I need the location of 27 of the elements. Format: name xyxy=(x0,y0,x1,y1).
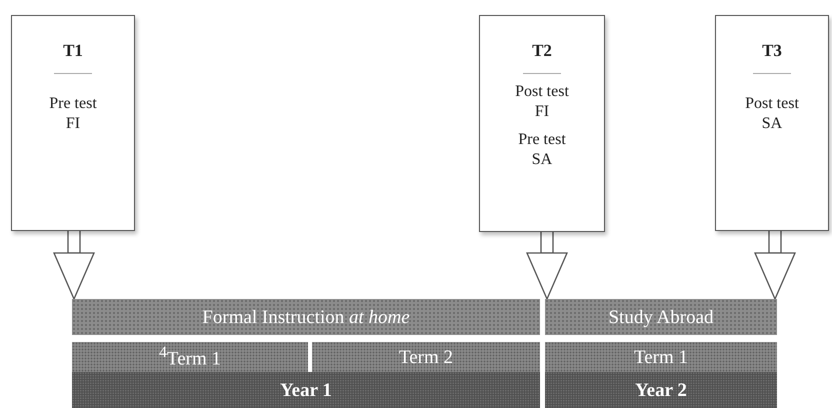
bar-label: Term 1 xyxy=(634,348,688,366)
bar-label: Year 2 xyxy=(635,380,687,400)
term-bar xyxy=(72,342,308,372)
phase-bar xyxy=(545,299,777,335)
year-bar xyxy=(72,372,540,408)
bar-label: $^{4}$Term 1 xyxy=(159,345,221,369)
phase-bar xyxy=(72,299,540,335)
test-description: Pre test FI xyxy=(48,94,98,134)
bar-label: Study Abroad xyxy=(608,308,714,326)
block-arrow xyxy=(754,230,796,300)
time-point-heading: T3 xyxy=(762,40,782,62)
test-description: Post test SA xyxy=(744,94,800,134)
term-bar xyxy=(312,342,540,372)
time-point-heading: T1 xyxy=(63,40,83,62)
test-callout-box xyxy=(11,15,135,231)
test-description: Pre test SA xyxy=(517,130,567,170)
block-arrow xyxy=(526,231,568,300)
bar-label: Term 2 xyxy=(398,348,454,366)
test-callout-box xyxy=(715,15,829,231)
test-description: Post test FI xyxy=(514,82,570,122)
time-point-heading: T2 xyxy=(532,40,552,62)
block-arrow xyxy=(53,230,95,300)
term-bar xyxy=(545,342,777,372)
bar-label: Year 1 xyxy=(280,380,332,400)
test-callout-box xyxy=(479,15,605,232)
year-bar xyxy=(545,372,777,408)
bar-label: Formal Instruction at home xyxy=(202,308,410,326)
